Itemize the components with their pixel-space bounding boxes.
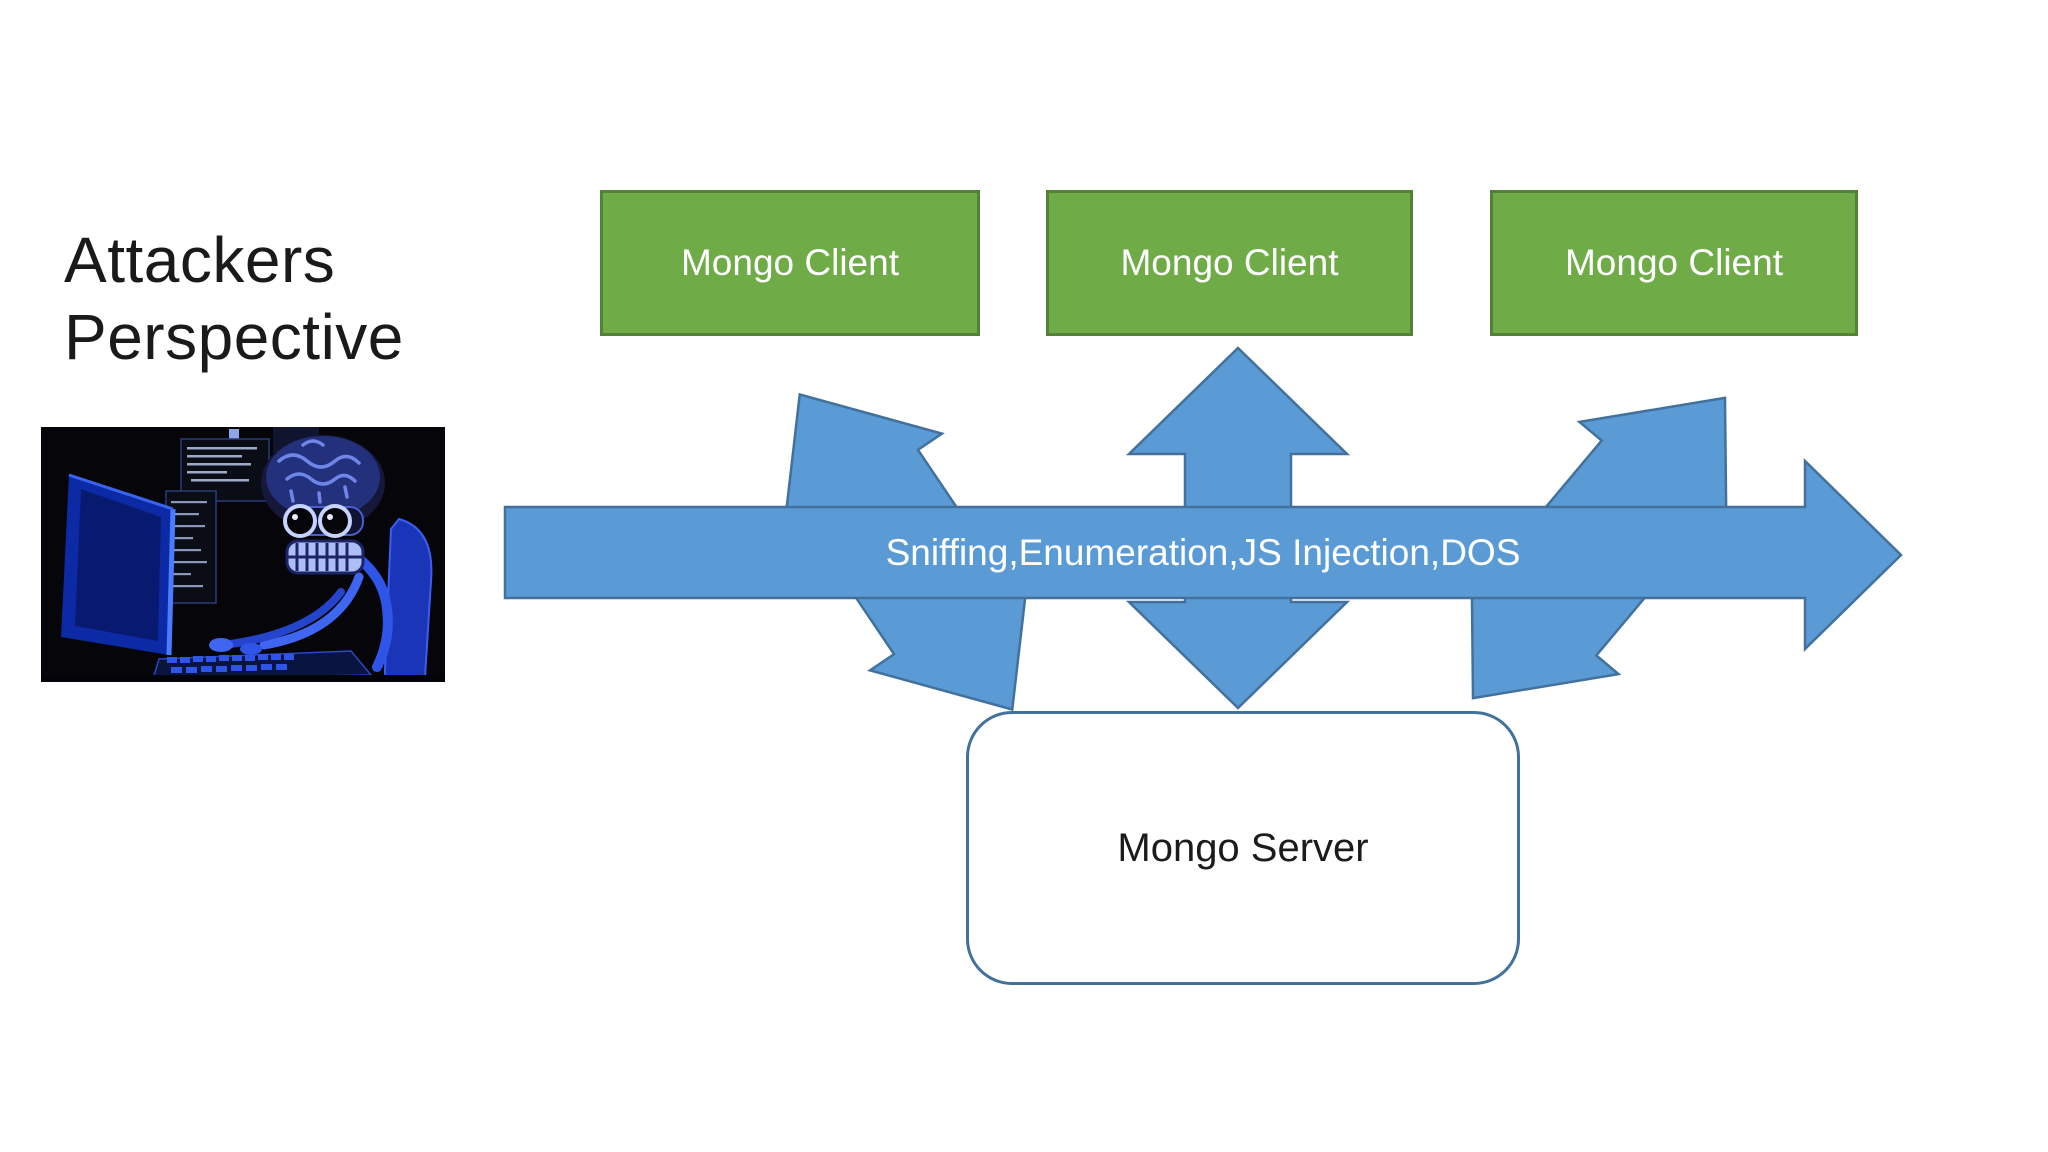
grin <box>285 539 365 575</box>
page-title: Attackers Perspective <box>64 222 404 376</box>
client-box-2: Mongo Client <box>1046 190 1413 336</box>
attack-flow-arrow <box>503 458 1903 652</box>
client-box-label: Mongo Client <box>1120 242 1339 283</box>
client-box-label: Mongo Client <box>1564 242 1783 283</box>
client-box-3: Mongo Client <box>1490 190 1858 336</box>
title-line-1: Attackers <box>64 224 336 296</box>
code-screen-top <box>180 438 270 502</box>
keyboard <box>151 650 373 680</box>
attack-arrow-label: Sniffing,Enumeration,JS Injection,DOS <box>885 531 1521 573</box>
server-box-label: Mongo Server <box>1117 825 1369 870</box>
client-box-1: Mongo Client <box>600 190 980 336</box>
chair <box>383 517 433 682</box>
monitor <box>61 473 176 656</box>
client-box-label: Mongo Client <box>680 242 899 283</box>
hacker-skeleton-illustration <box>41 427 445 682</box>
title-line-2: Perspective <box>64 301 404 373</box>
skull <box>261 435 385 575</box>
server-box: Mongo Server <box>966 711 1520 985</box>
